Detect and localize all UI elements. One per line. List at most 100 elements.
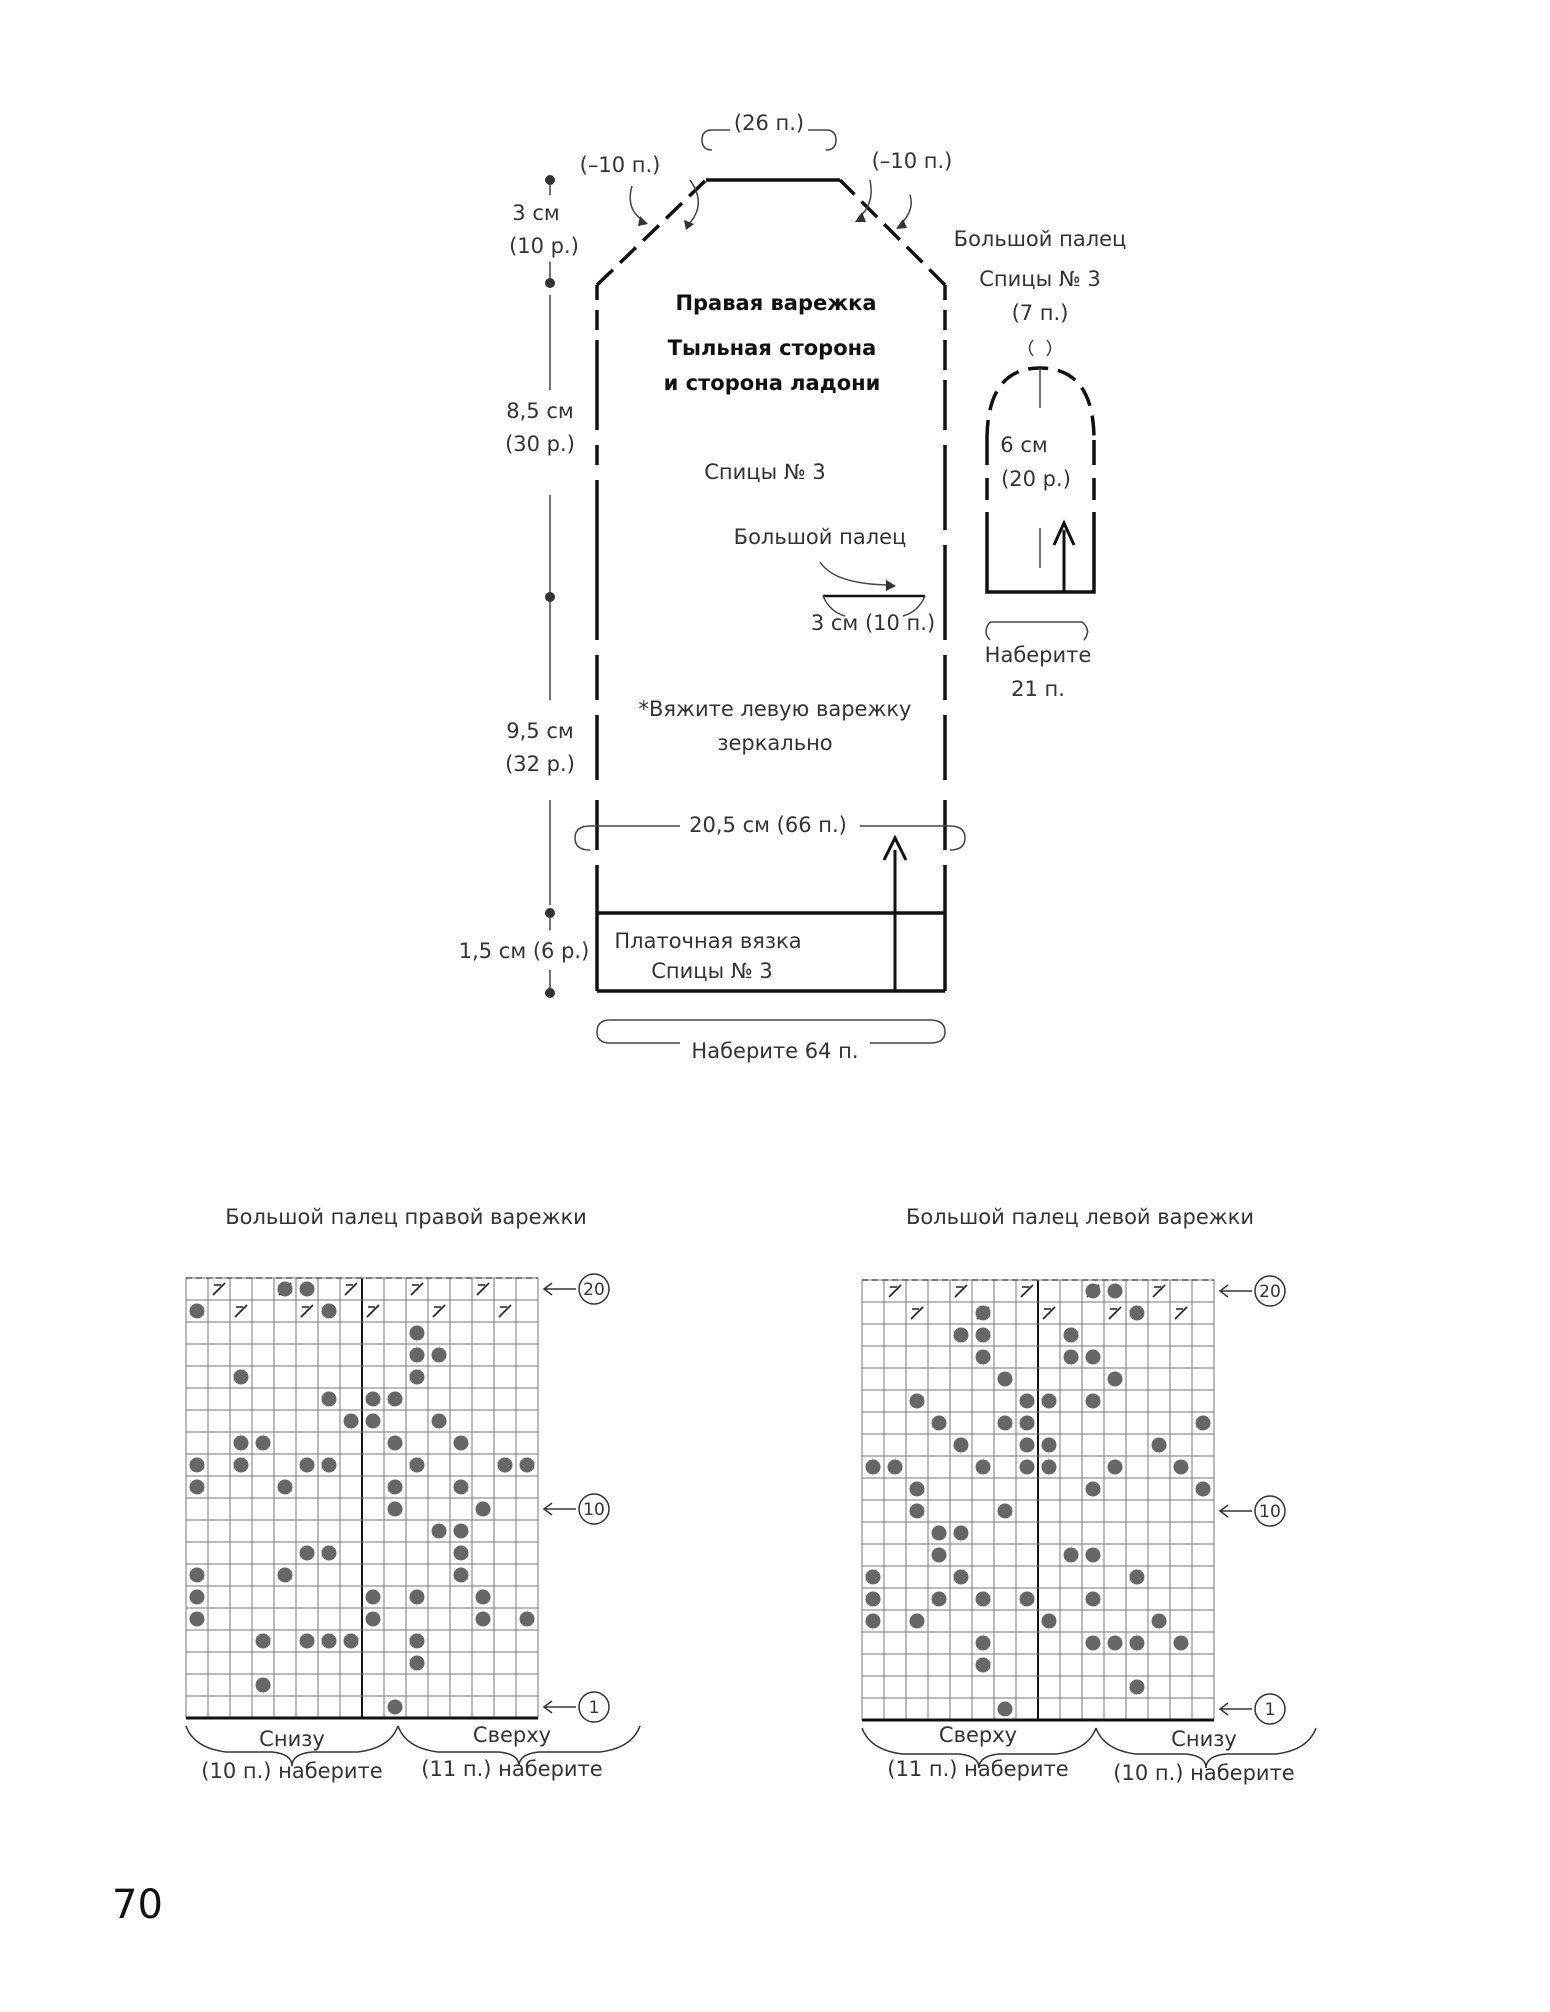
decrease-symbol: [888, 1284, 902, 1298]
mitten-subtitle-2: и сторона ладони: [664, 371, 881, 395]
contrast-stitch-dot: [975, 1327, 991, 1343]
dec-left-arrowhead-2: [684, 220, 694, 230]
contrast-stitch-dot: [475, 1501, 491, 1517]
contrast-stitch-dot: [431, 1347, 447, 1363]
contrast-stitch-dot: [189, 1567, 205, 1583]
contrast-stitch-dot: [953, 1437, 969, 1453]
contrast-stitch-dot: [189, 1589, 205, 1605]
contrast-stitch-dot: [909, 1503, 925, 1519]
row-marker-circle: [1254, 1495, 1286, 1527]
contrast-stitch-dot: [865, 1569, 881, 1585]
row-marker-label: 10: [583, 1500, 605, 1520]
contrast-stitch-dot: [387, 1435, 403, 1451]
contrast-stitch-dot: [1173, 1635, 1189, 1651]
contrast-stitch-dot: [975, 1635, 991, 1651]
decrease-symbol: [300, 1304, 314, 1318]
contrast-stitch-dot: [1173, 1459, 1189, 1475]
thumb-cast-on-bracket: [985, 621, 1089, 641]
cast-on-brace-right: [291, 1725, 399, 1767]
cast-on-brace-right: [978, 1727, 1097, 1769]
cast-on-brace-left: [185, 1725, 293, 1767]
contrast-stitch-dot: [1151, 1613, 1167, 1629]
decrease-symbol: [1108, 1306, 1122, 1320]
contrast-stitch-dot: [1151, 1437, 1167, 1453]
thumb-opening-label: 3 см (10 п.): [811, 611, 935, 635]
row-marker-arrow: [542, 1282, 576, 1296]
thumb-title: Большой палец: [954, 227, 1127, 251]
cast-on-label: Наберите 64 п.: [691, 1039, 858, 1063]
stitch-grid: [861, 1279, 1215, 1722]
row-marker-label: 20: [583, 1280, 605, 1300]
row-marker-circle: [578, 1691, 610, 1723]
contrast-stitch-dot: [865, 1459, 881, 1475]
contrast-stitch-dot: [255, 1435, 271, 1451]
contrast-stitch-dot: [1195, 1481, 1211, 1497]
contrast-stitch-dot: [1019, 1415, 1035, 1431]
contrast-stitch-dot: [365, 1611, 381, 1627]
contrast-stitch-dot: [321, 1303, 337, 1319]
cast-on-brace-left: [861, 1727, 980, 1769]
contrast-stitch-dot: [431, 1523, 447, 1539]
contrast-stitch-dot: [409, 1457, 425, 1473]
chart1-label-right-2: (10 п.) наберите: [1113, 1761, 1294, 1785]
contrast-stitch-dot: [909, 1393, 925, 1409]
row-marker-circle: [1254, 1693, 1286, 1725]
contrast-stitch-dot: [409, 1369, 425, 1385]
contrast-stitch-dot: [497, 1457, 513, 1473]
row-marker-arrow: [1218, 1284, 1252, 1298]
chart1-label-left-1: Сверху: [939, 1723, 1017, 1747]
contrast-stitch-dot: [975, 1591, 991, 1607]
contrast-stitch-dot: [1019, 1459, 1035, 1475]
contrast-stitch-dot: [409, 1347, 425, 1363]
decrease-symbol: [476, 1282, 490, 1296]
contrast-stitch-dot: [1041, 1393, 1057, 1409]
contrast-stitch-dot: [255, 1677, 271, 1693]
contrast-stitch-dot: [475, 1589, 491, 1605]
contrast-stitch-dot: [409, 1325, 425, 1341]
contrast-stitch-dot: [321, 1391, 337, 1407]
contrast-stitch-dot: [1019, 1591, 1035, 1607]
thumb-rows: (20 р.): [1001, 467, 1071, 491]
contrast-stitch-dot: [453, 1523, 469, 1539]
thumb-top-bracket: [1028, 339, 1052, 357]
contrast-stitch-dot: [975, 1657, 991, 1673]
top-left-decrease: [595, 178, 708, 287]
contrast-stitch-dot: [365, 1413, 381, 1429]
row-marker-label: 1: [589, 1698, 600, 1718]
contrast-stitch-dot: [365, 1589, 381, 1605]
contrast-stitch-dot: [409, 1655, 425, 1671]
contrast-stitch-dot: [931, 1415, 947, 1431]
contrast-stitch-dot: [365, 1391, 381, 1407]
top-width-bracket: [701, 129, 837, 151]
contrast-stitch-dot: [277, 1567, 293, 1583]
contrast-stitch-dot: [453, 1545, 469, 1561]
contrast-stitch-dot: [1085, 1635, 1101, 1651]
contrast-stitch-dot: [387, 1699, 403, 1715]
contrast-stitch-dot: [475, 1611, 491, 1627]
row-marker-label: 1: [1265, 1700, 1276, 1720]
cast-on-brace-left: [397, 1725, 520, 1767]
mitten-schematic: (26 п.) (–10 п.) (–10 п.) 3 см (: [459, 111, 966, 1063]
dec-left-arrowhead: [638, 216, 648, 226]
decrease-symbol: [1152, 1284, 1166, 1298]
seg2-rows: (30 р.): [505, 432, 575, 456]
ribbing-needles: Спицы № 3: [651, 959, 772, 983]
decrease-symbol: [954, 1284, 968, 1298]
contrast-stitch-dot: [975, 1349, 991, 1365]
contrast-stitch-dot: [343, 1633, 359, 1649]
thumb-breaks: [984, 465, 1097, 512]
seg2-cm: 8,5 см: [506, 399, 573, 423]
contrast-stitch-dot: [1107, 1459, 1123, 1475]
thumb-direction-arrowhead: [1052, 519, 1076, 546]
cast-on-brace-right: [518, 1725, 641, 1767]
dec-right-arrowhead-2: [896, 219, 907, 229]
dec-left-arrow: [629, 185, 646, 223]
contrast-stitch-dot: [387, 1479, 403, 1495]
contrast-stitch-dot: [931, 1525, 947, 1541]
contrast-stitch-dot: [1085, 1283, 1101, 1299]
contrast-stitch-dot: [233, 1369, 249, 1385]
decrease-symbol: [910, 1306, 924, 1320]
contrast-stitch-dot: [1085, 1481, 1101, 1497]
contrast-stitch-dot: [1063, 1327, 1079, 1343]
